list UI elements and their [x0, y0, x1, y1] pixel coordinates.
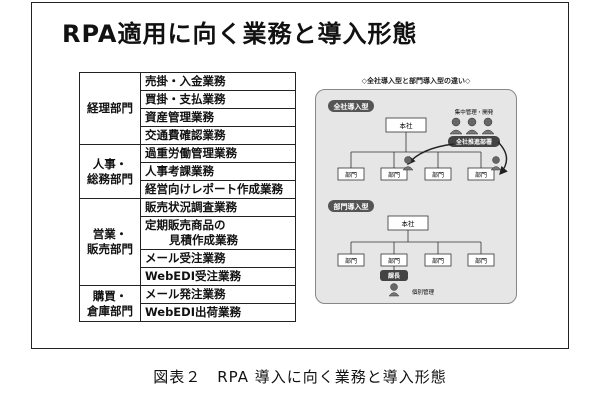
central-staff-label: 集中管理・開発: [455, 108, 494, 116]
task-cell: メール受注業務: [140, 249, 296, 268]
task-cell: 買掛・支払業務: [140, 90, 296, 109]
company-wide-label: 全社導入型: [333, 102, 369, 111]
operator-person-icon: [388, 283, 400, 297]
dept-label: 部門: [475, 171, 487, 179]
dept-label-line1: 営業・: [92, 227, 128, 241]
department-level-section: 部門導入型 本社 部門 部門 部門 部門 課長 個別管理: [328, 200, 495, 297]
dept-cell-accounting: 経理部門: [79, 72, 141, 145]
dept-box: [424, 253, 452, 267]
staff-person-icon: [481, 117, 495, 135]
table-row: 交通費確認業務: [80, 126, 296, 145]
dept-label-line2: 販売部門: [87, 242, 133, 256]
dept-box: [467, 253, 495, 267]
deploy-arrow: [497, 141, 508, 176]
table-row: 人事考課業務: [80, 162, 296, 181]
department-level-label-pill: [328, 200, 374, 212]
user-person-icon: [490, 156, 502, 171]
task-cell: 人事考課業務: [140, 162, 296, 181]
table-row: 購買・ 倉庫部門 メール発注業務: [79, 285, 296, 322]
dept-label: 部門: [475, 257, 487, 265]
dept-label: 部門: [388, 171, 400, 179]
table-row: 経理部門 売掛・入金業務: [79, 72, 296, 145]
task-cell: WebEDI受注業務: [140, 267, 296, 286]
dept-box: [380, 167, 408, 181]
dept-box: [424, 167, 452, 181]
dept-label-line2: 倉庫部門: [87, 303, 133, 318]
dept-box: [337, 167, 365, 181]
task-line2: 見積作成業務: [169, 233, 238, 247]
dept-label: 部門: [388, 257, 400, 265]
hq-label: 本社: [402, 219, 416, 228]
task-cell: 経営向けレポート作成業務: [140, 180, 296, 199]
task-table: 経理部門 売掛・入金業務 買掛・支払業務 資産管理業務 交通費確認業務 人事・ …: [79, 72, 296, 322]
deployment-diagram-panel: ◇全社導入型と部門導入型の違い◇ 全社導入型 本社 集中管理・開発: [315, 77, 517, 304]
dept-label: 部門: [345, 257, 357, 265]
staff-person-icon: [465, 117, 479, 135]
dept-box: [337, 253, 365, 267]
dept-cell-hr: 人事・ 総務部門: [79, 144, 141, 199]
promo-dept-pill: [448, 136, 500, 147]
dept-cell-sales: 営業・ 販売部門: [79, 198, 141, 286]
table-row: 経営向けレポート作成業務: [80, 180, 296, 199]
task-cell: 資産管理業務: [140, 108, 296, 127]
task-cell: 過重労働管理業務: [140, 144, 296, 163]
promo-dept-label: 全社推進部署: [455, 138, 492, 146]
section-chief-label: 課長: [388, 272, 401, 280]
task-line1: 定期販売商品の: [145, 218, 226, 232]
dept-box: [467, 167, 495, 181]
dept-label: 部門: [432, 171, 444, 179]
staff-person-icon: [449, 117, 463, 135]
dept-label-line1: 購買・: [92, 288, 128, 303]
task-cell: 売掛・入金業務: [140, 72, 296, 91]
deployment-diagram: 全社導入型 本社 集中管理・開発: [328, 100, 508, 297]
panel-title: ◇全社導入型と部門導入型の違い◇: [361, 77, 471, 85]
department-level-label: 部門導入型: [334, 202, 369, 211]
table-row: WebEDI出荷業務: [80, 303, 296, 322]
task-cell: WebEDI出荷業務: [140, 303, 296, 322]
user-person-icon: [402, 156, 414, 171]
table-row: 定期販売商品の 見積作成業務: [80, 216, 296, 250]
deploy-arrow: [407, 143, 455, 166]
company-wide-label-pill: [328, 100, 374, 112]
task-cell: 定期販売商品の 見積作成業務: [140, 216, 296, 250]
task-cell: メール発注業務: [140, 285, 296, 304]
table-row: 営業・ 販売部門 販売状況調査業務: [79, 198, 296, 286]
table-row: メール受注業務: [80, 249, 296, 268]
hq-label: 本社: [400, 121, 414, 130]
task-cell: 交通費確認業務: [140, 126, 296, 145]
table-row: 人事・ 総務部門 過重労働管理業務: [79, 144, 296, 199]
task-cell: 販売状況調査業務: [140, 198, 296, 217]
figure-title: RPA適用に向く業務と導入形態: [62, 20, 418, 48]
company-wide-section: 全社導入型 本社 集中管理・開発: [328, 100, 508, 181]
section-chief-pill: [380, 270, 408, 281]
dept-cell-purchasing: 購買・ 倉庫部門: [79, 285, 141, 322]
dept-label: 部門: [345, 171, 357, 179]
individual-management-label: 個別管理: [412, 288, 435, 296]
dept-label: 部門: [432, 257, 444, 265]
dept-label-line1: 人事・: [92, 156, 128, 171]
figure-caption: 図表２ RPA 導入に向く業務と導入形態: [153, 368, 447, 386]
dept-label-line2: 総務部門: [87, 171, 133, 186]
